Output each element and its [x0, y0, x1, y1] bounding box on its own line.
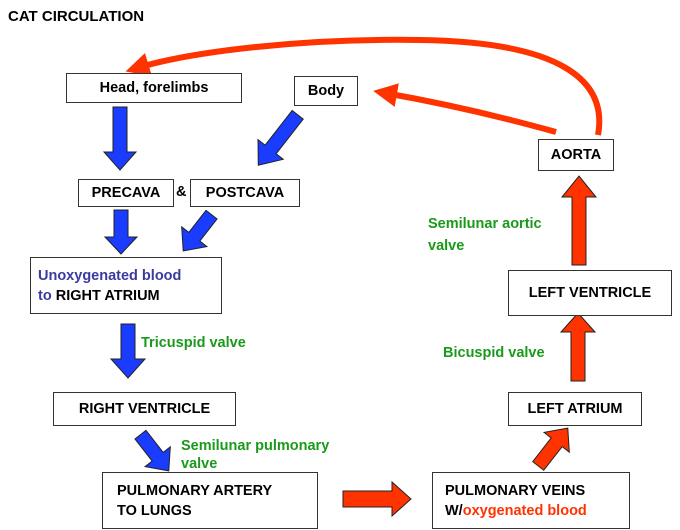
- arrow-postcava-to-atrium: [181, 209, 218, 252]
- node-pulmonary-veins: PULMONARY VEINS W/oxygenated blood: [432, 472, 630, 529]
- node-right-ventricle-label: RIGHT VENTRICLE: [78, 401, 211, 417]
- semilunar-pulmonary-line1: Semilunar pulmonary: [181, 438, 330, 454]
- pulmonary-artery-line2: TO LUNGS: [117, 502, 192, 519]
- arrow-artery-to-veins: [342, 480, 412, 518]
- node-body-label: Body: [307, 83, 345, 99]
- node-precava: PRECAVA: [78, 179, 174, 207]
- arrow-left-ventricle-to-aorta: [560, 175, 598, 266]
- arrow-atrium-to-ventricle: [109, 323, 147, 379]
- pulmonary-artery-line1: PULMONARY ARTERY: [117, 482, 273, 499]
- node-left-ventricle: LEFT VENTRICLE: [508, 270, 672, 316]
- oxygenated-blood-label: oxygenated blood: [462, 502, 587, 519]
- arrow-ventricle-to-pulmonary-artery: [134, 429, 171, 472]
- node-aorta-label: AORTA: [550, 147, 602, 163]
- node-head-forelimbs-label: Head, forelimbs: [99, 80, 209, 96]
- pulmonary-veins-line1: PULMONARY VEINS: [445, 482, 586, 499]
- right-atrium-label: RIGHT ATRIUM: [55, 287, 160, 304]
- semilunar-aortic-valve-label: Semilunar aortic valve: [428, 213, 542, 257]
- node-head-forelimbs: Head, forelimbs: [66, 73, 242, 103]
- ampersand: &: [176, 184, 187, 200]
- arrow-precava-to-atrium: [103, 209, 139, 255]
- unoxygenated-blood-label: Unoxygenated blood: [38, 267, 182, 284]
- node-right-ventricle: RIGHT VENTRICLE: [53, 392, 236, 426]
- node-body: Body: [294, 76, 358, 106]
- bicuspid-valve-label: Bicuspid valve: [443, 345, 545, 361]
- semilunar-pulmonary-valve-label: Semilunar pulmonary valve: [181, 437, 329, 473]
- arrow-aorta-to-head: [125, 36, 603, 136]
- pulmonary-veins-w-label: W/: [445, 502, 463, 519]
- semilunar-aortic-line1: Semilunar aortic: [428, 216, 542, 232]
- node-left-ventricle-label: LEFT VENTRICLE: [528, 285, 652, 301]
- arrow-aorta-to-body: [373, 83, 557, 135]
- arrow-veins-to-left-atrium: [532, 427, 570, 471]
- node-right-atrium: Unoxygenated blood to RIGHT ATRIUM: [30, 257, 222, 314]
- to-label: to: [38, 287, 52, 304]
- semilunar-aortic-line2: valve: [428, 238, 465, 254]
- page-title: CAT CIRCULATION: [8, 8, 145, 25]
- node-postcava: POSTCAVA: [190, 179, 300, 207]
- node-precava-label: PRECAVA: [91, 185, 161, 201]
- arrow-head-to-precava: [102, 106, 138, 171]
- node-left-atrium-label: LEFT ATRIUM: [527, 401, 623, 417]
- node-postcava-label: POSTCAVA: [205, 185, 285, 201]
- arrow-body-to-postcava: [257, 109, 304, 166]
- tricuspid-valve-label: Tricuspid valve: [141, 335, 246, 351]
- semilunar-pulmonary-line2: valve: [181, 456, 218, 472]
- arrow-left-atrium-to-ventricle: [559, 312, 597, 382]
- node-aorta: AORTA: [538, 139, 614, 171]
- node-pulmonary-artery: PULMONARY ARTERY TO LUNGS: [102, 472, 318, 529]
- node-left-atrium: LEFT ATRIUM: [508, 392, 642, 426]
